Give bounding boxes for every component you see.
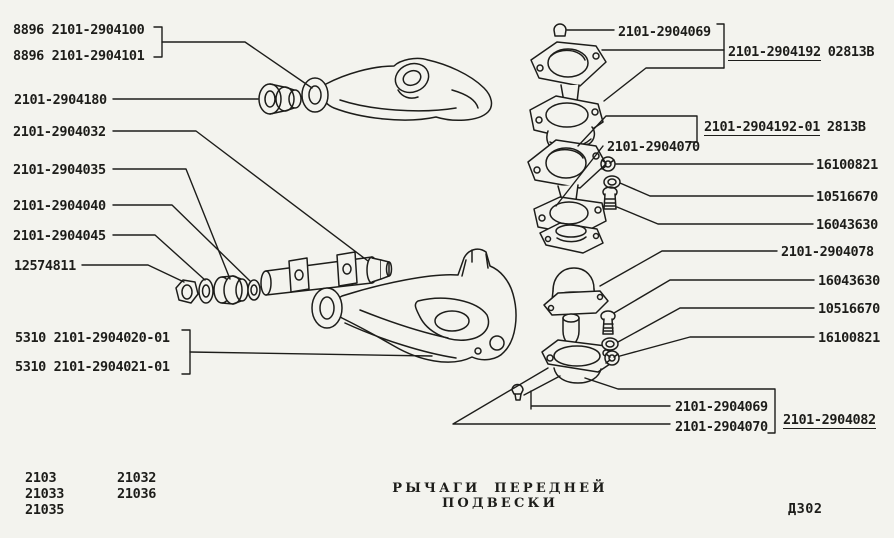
model-code: 21033	[25, 486, 65, 502]
callout-lower-ball-pin: 2101-2904069	[675, 399, 768, 415]
callout-upper-joint-cover: 2101-2904070	[607, 139, 700, 155]
callout-lower-arm-axle: 2101-2904032	[13, 124, 106, 140]
callout-bolt-upper: 16043630	[816, 217, 878, 233]
leader-lines	[81, 23, 815, 434]
lower-ball-joint-drawing	[541, 313, 617, 384]
callout-upper-ball-pin: 2101-2904069	[618, 24, 711, 40]
page-title: РЫЧАГИ ПЕРЕДНЕЙ ПОДВЕСКИ	[392, 481, 608, 511]
callout-joint-retainer: 2101-2904078	[781, 244, 874, 260]
callout-washer-upper: 10516670	[816, 189, 878, 205]
callout-bolt-lower: 16043630	[818, 273, 880, 289]
axle-parts-drawing	[175, 251, 393, 305]
callout-lower-joint-cover: 2101-2904070	[675, 419, 768, 435]
lower-control-arm-drawing	[311, 248, 517, 363]
part-number: 2101-2904192	[728, 44, 821, 61]
callout-lower-arm-right: 5310 2101-2904020-01	[15, 330, 170, 346]
callout-upper-arm-left: 8896 2101-2904101	[13, 48, 145, 64]
callout-upper-ball-joint: 2101-2904192 02813B	[728, 44, 875, 61]
applicability-code: 2813B	[826, 119, 866, 135]
model-codes-column-2: 21032 21036	[117, 470, 156, 502]
model-codes-column-1: 2103 21033 21035	[25, 470, 64, 518]
callout-axle-nut: 12574811	[14, 258, 76, 274]
callout-upper-arm-right: 8896 2101-2904100	[13, 22, 145, 38]
model-code: 21035	[25, 502, 65, 518]
sheet-code: Д302	[788, 501, 823, 517]
upper-hardware-drawing	[600, 156, 621, 210]
callout-axle-washer: 2101-2904040	[13, 198, 106, 214]
callout-washer-lower: 10516670	[818, 301, 880, 317]
part-number: 2101-2904082	[783, 412, 876, 429]
rivet-drawing	[511, 383, 524, 401]
upper-control-arm-drawing	[301, 57, 493, 122]
upper-arm-bushing-drawing	[258, 83, 302, 115]
lower-joint-cover-drawing	[543, 267, 609, 316]
callout-lower-arm-left: 5310 2101-2904021-01	[15, 359, 170, 375]
upper-ball-joint-alt-drawing	[527, 139, 607, 254]
callout-nut-lower: 16100821	[818, 330, 880, 346]
applicability-code: 02813B	[827, 44, 875, 60]
callout-axle-bushing: 2101-2904035	[13, 162, 106, 178]
model-code: 21036	[117, 486, 157, 502]
model-code: 2103	[25, 470, 57, 486]
callout-upper-arm-bushing: 2101-2904180	[14, 92, 107, 108]
callout-lower-ball-joint: 2101-2904082	[783, 412, 876, 429]
part-number: 2101-2904192-01	[704, 119, 820, 136]
lower-hardware-drawing	[600, 310, 620, 366]
callout-axle-spacer: 2101-2904045	[13, 228, 106, 244]
upper-ball-joint-drawing	[529, 23, 607, 151]
model-code: 21032	[117, 470, 157, 486]
callout-upper-ball-joint-alt: 2101-2904192-01 2813B	[704, 119, 866, 136]
callout-nut-upper: 16100821	[816, 157, 878, 173]
